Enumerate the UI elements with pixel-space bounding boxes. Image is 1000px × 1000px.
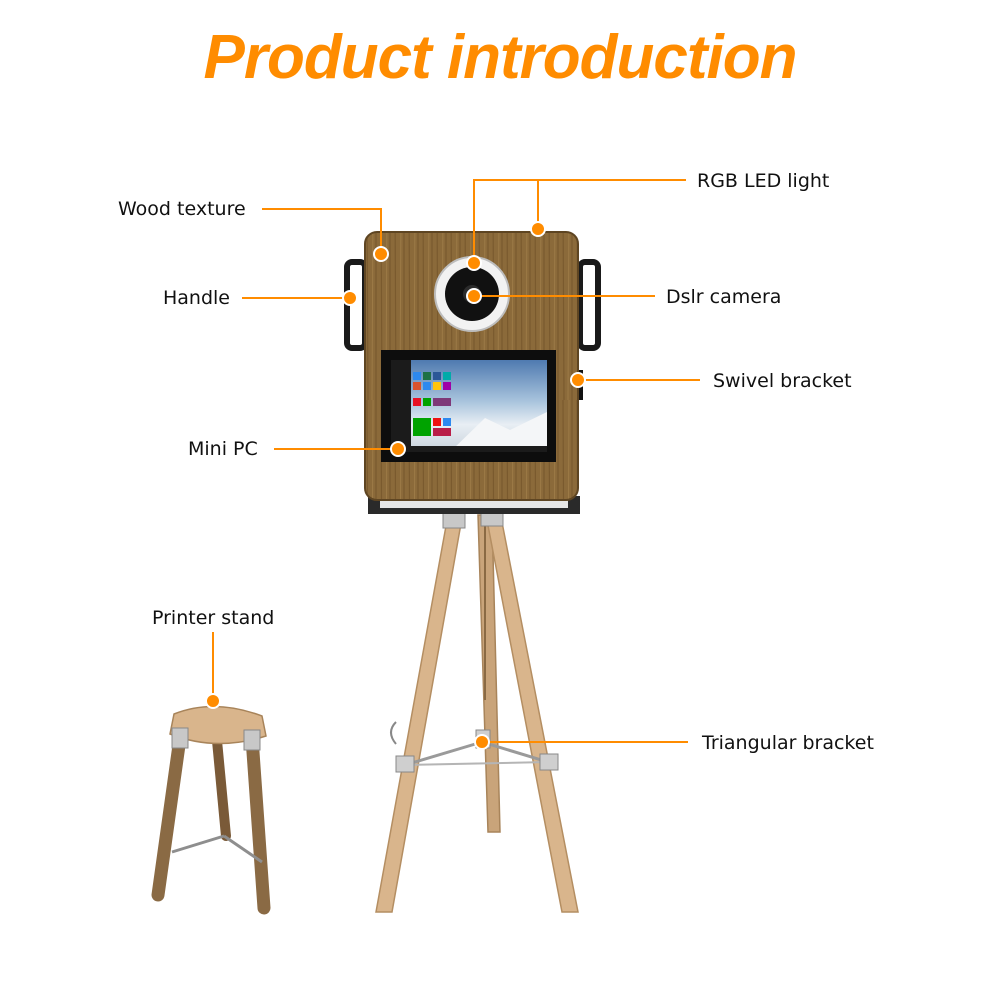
label-rgb-led-light: RGB LED light	[697, 170, 830, 192]
dot-triangular-bracket	[474, 734, 490, 750]
label-swivel-bracket: Swivel bracket	[713, 370, 852, 392]
printer-stand	[151, 705, 271, 915]
dot-printer-stand	[205, 693, 221, 709]
label-triangular-bracket: Triangular bracket	[702, 732, 874, 754]
booth-body	[344, 231, 601, 514]
label-dslr-camera: Dslr camera	[666, 286, 782, 308]
triangular-bracket	[390, 721, 559, 773]
callout-dots	[205, 221, 586, 750]
dot-wood-texture	[373, 246, 389, 262]
label-wood-texture: Wood texture	[118, 198, 246, 220]
dot-mini-pc	[390, 441, 406, 457]
tripod	[375, 509, 579, 913]
dot-swivel-bracket	[570, 372, 586, 388]
label-printer-stand: Printer stand	[152, 607, 275, 629]
label-handle: Handle	[163, 287, 231, 309]
page-title: Product introduction	[203, 23, 797, 92]
label-mini-pc: Mini PC	[188, 438, 258, 460]
callout-lines	[212, 179, 700, 743]
dot-rgb-led-light-2	[530, 221, 546, 237]
dot-rgb-led-light	[466, 255, 482, 271]
dot-dslr-camera	[466, 288, 482, 304]
start-menu-tiles	[413, 372, 451, 436]
right-handle	[577, 259, 601, 351]
dot-handle	[342, 290, 358, 306]
